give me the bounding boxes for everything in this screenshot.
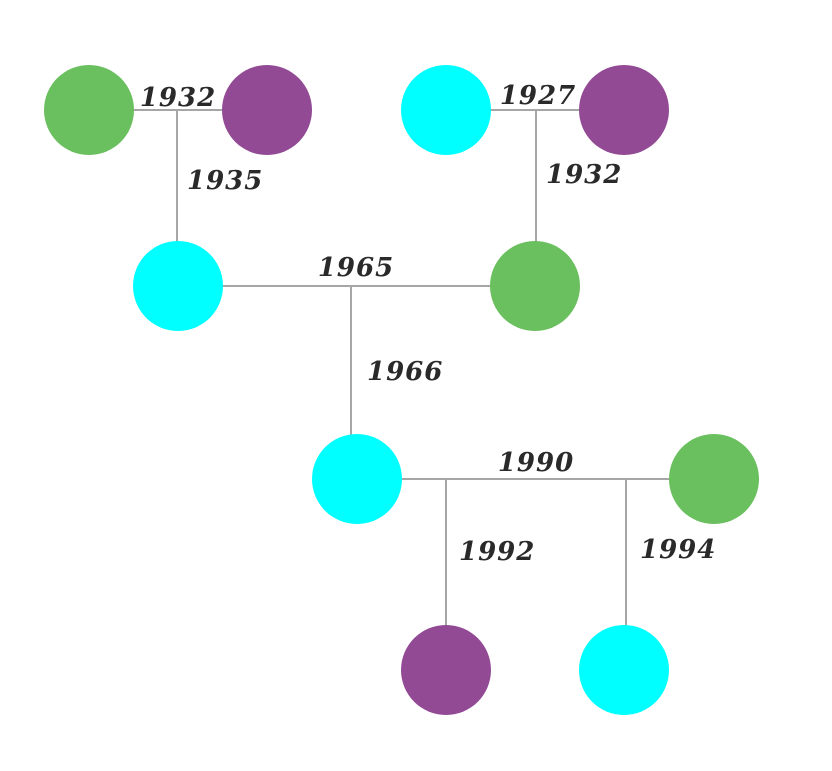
year-label-union-gen2: 1965	[318, 253, 394, 283]
year-label-union-gen3: 1990	[498, 448, 574, 478]
year-label-child-gen2: 1966	[367, 357, 443, 387]
year-label-child-gen3-right: 1994	[640, 535, 716, 565]
person-node[interactable]	[312, 434, 402, 524]
year-labels: 1932 1935 1927 1932 1965 1966 1990 1992 …	[140, 81, 716, 567]
connector-lines	[133, 109, 670, 627]
person-node[interactable]	[44, 65, 134, 155]
person-node[interactable]	[579, 625, 669, 715]
year-label-union-gen1-left: 1932	[140, 83, 216, 113]
person-node[interactable]	[401, 65, 491, 155]
year-label-child-gen1-left: 1935	[187, 166, 263, 196]
person-node[interactable]	[133, 241, 223, 331]
person-node[interactable]	[579, 65, 669, 155]
person-node[interactable]	[222, 65, 312, 155]
year-label-child-gen3-left: 1992	[459, 537, 535, 567]
person-nodes	[44, 65, 759, 715]
year-label-union-gen1-right: 1927	[500, 81, 576, 111]
year-label-child-gen1-right: 1932	[546, 160, 622, 190]
person-node[interactable]	[669, 434, 759, 524]
person-node[interactable]	[401, 625, 491, 715]
person-node[interactable]	[490, 241, 580, 331]
